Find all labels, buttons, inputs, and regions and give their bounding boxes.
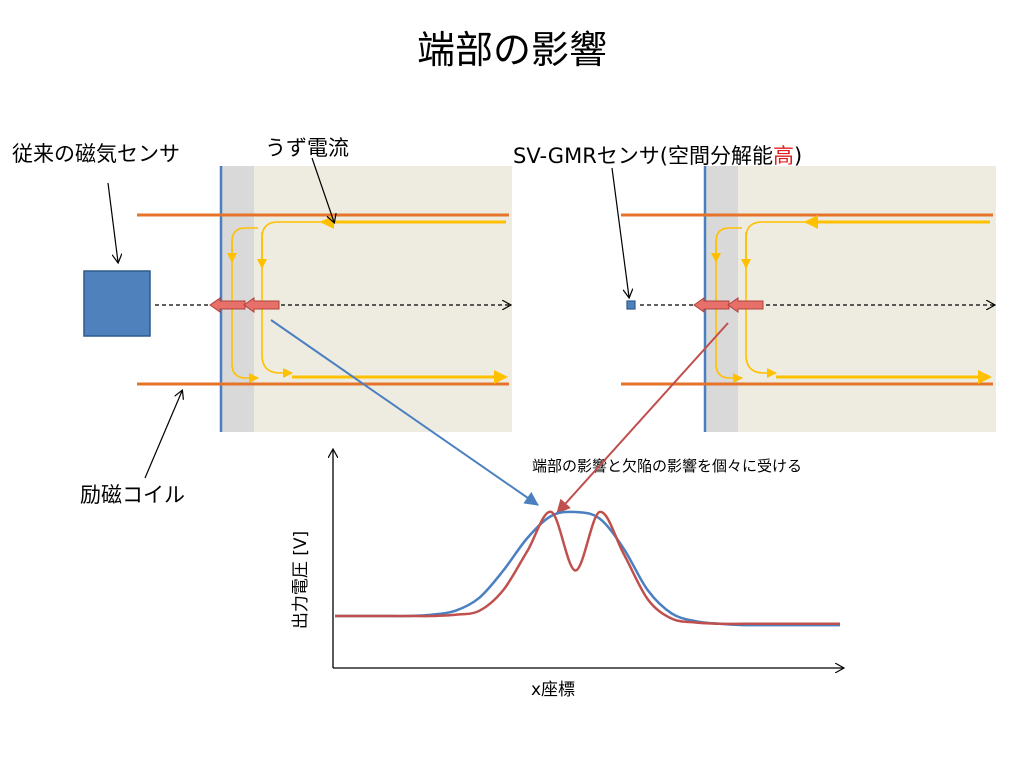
svgmr-sensor-label-main: SV-GMRセンサ(空間分解能 xyxy=(513,144,773,168)
svgmr-sensor-label-highlight: 高 xyxy=(773,144,794,168)
eddy-current-label: うず電流 xyxy=(265,136,349,160)
eddy-current-leader xyxy=(311,157,334,222)
edge-zone xyxy=(222,166,254,432)
page-title: 端部の影響 xyxy=(416,28,607,72)
conventional-sensor-label: 従来の磁気センサ xyxy=(12,142,180,166)
svgmr-sensor xyxy=(626,300,636,310)
conductor-plate-right xyxy=(706,166,996,432)
red-signal-pointer xyxy=(556,322,729,514)
edge-zone-right xyxy=(706,166,738,432)
signal-arrow-defect-right xyxy=(727,297,764,313)
series-layer xyxy=(334,510,840,627)
svgmr-sensor-leader xyxy=(611,167,629,297)
y-axis-label: 出力電圧 [V] xyxy=(291,531,311,629)
series-line-1 xyxy=(334,510,840,626)
excitation-coil-label: 励磁コイル xyxy=(80,483,185,507)
svgmr-sensor-label-suffix: ) xyxy=(794,144,803,168)
conventional-sensor xyxy=(83,270,151,337)
signal-arrow-defect xyxy=(243,297,280,313)
blue-signal-pointer xyxy=(270,319,539,506)
right-panel xyxy=(621,166,996,432)
conductor-plate xyxy=(222,166,512,432)
series-line-0 xyxy=(334,510,840,627)
conventional-sensor-leader xyxy=(107,182,118,262)
left-panel xyxy=(83,166,512,432)
eddy-current-paths xyxy=(227,215,508,384)
output-chart: x座標 出力電圧 [V] xyxy=(291,450,843,700)
annotation-label: 端部の影響と欠陥の影響を個々に受ける xyxy=(532,457,803,475)
leader-lines xyxy=(107,157,729,514)
svgmr-sensor-label: SV-GMRセンサ(空間分解能高) xyxy=(513,143,802,169)
excitation-coil-leader xyxy=(144,391,182,479)
x-axis-label: x座標 xyxy=(531,680,575,700)
eddy-current-paths-right xyxy=(711,215,992,384)
